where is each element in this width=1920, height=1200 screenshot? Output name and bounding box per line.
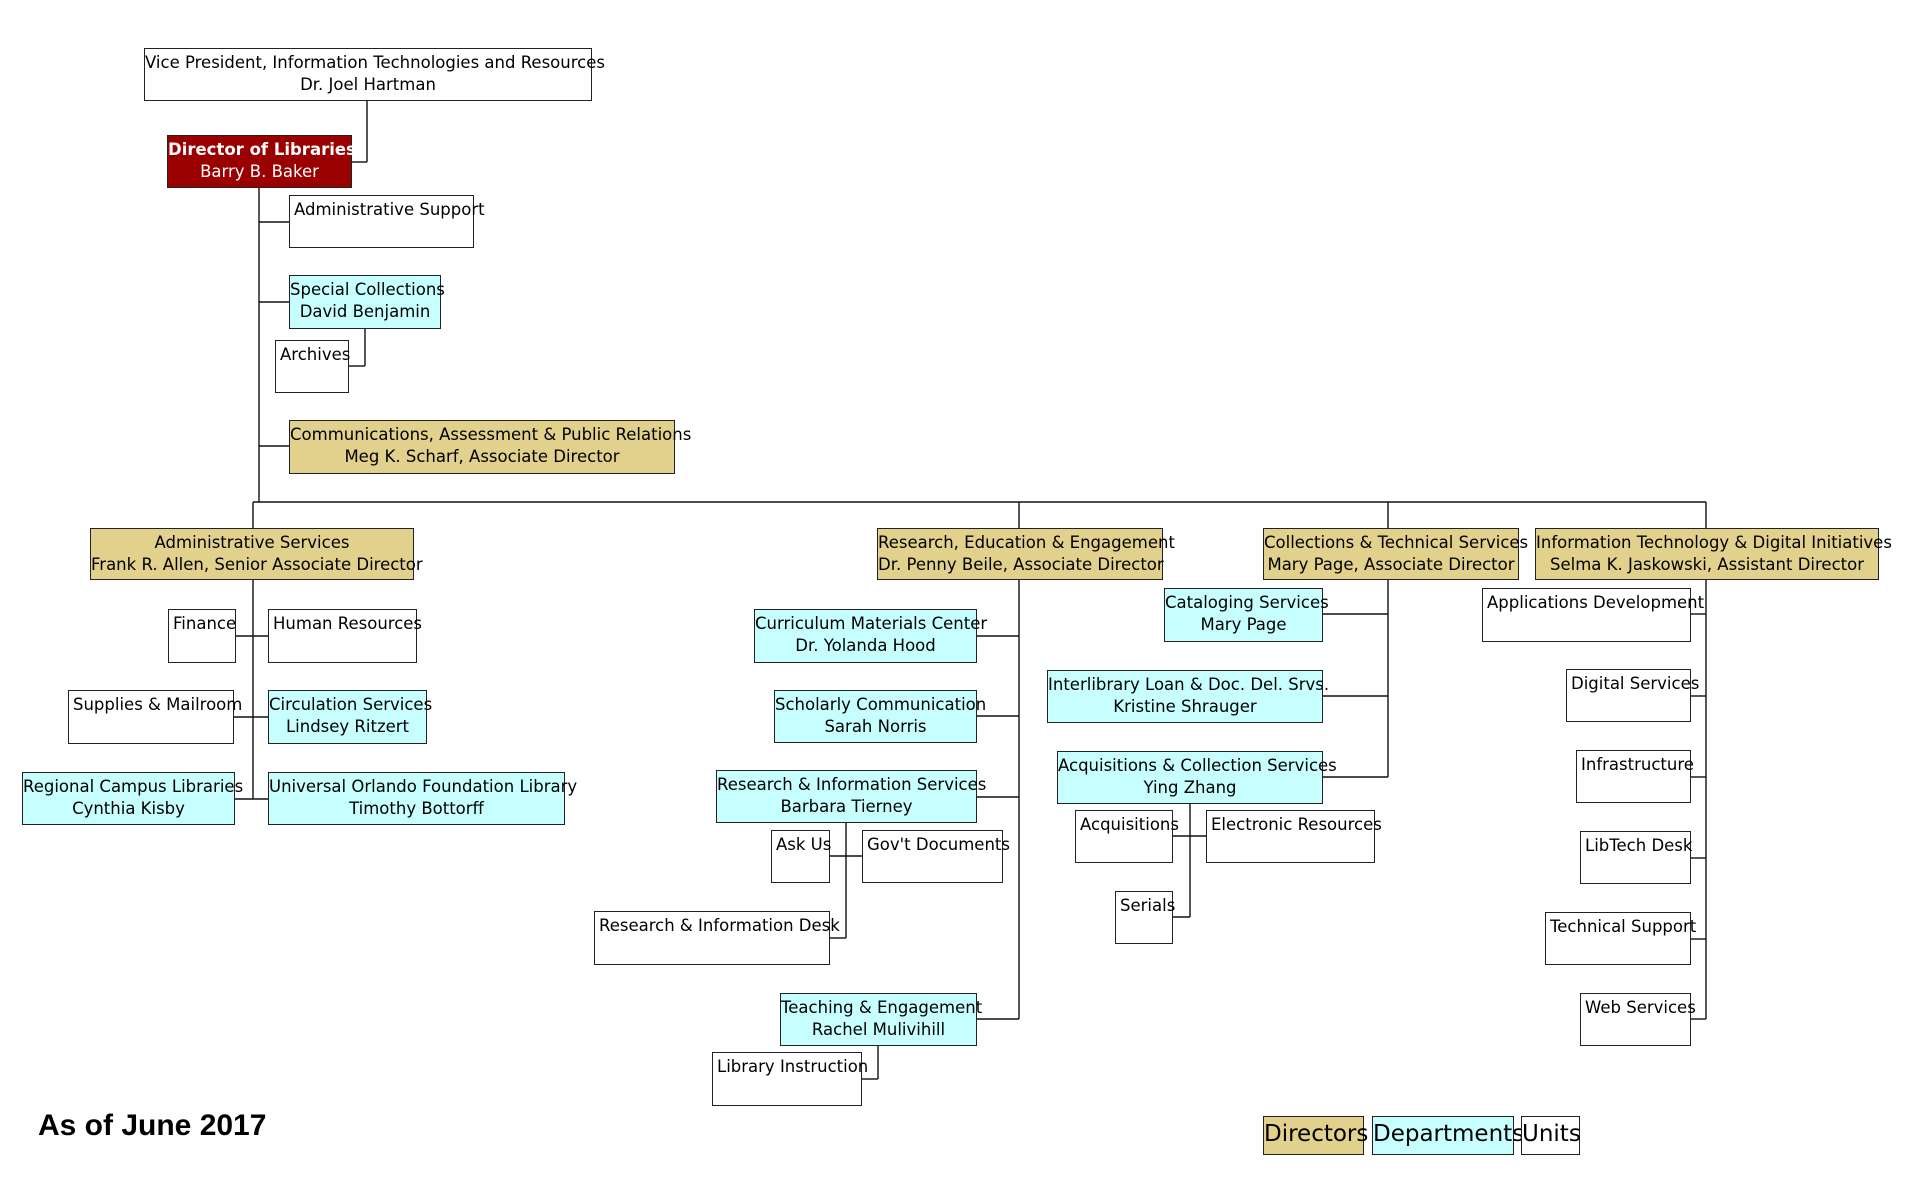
vp-title: Vice President, Information Technologies… bbox=[145, 53, 605, 72]
interlibrary-loan-dept: Interlibrary Loan & Doc. Del. Srvs. Kris… bbox=[1047, 670, 1330, 723]
dept-title: Special Collections bbox=[290, 280, 445, 299]
director-title: Collections & Technical Services bbox=[1264, 533, 1529, 552]
dept-title: Circulation Services bbox=[269, 695, 433, 714]
director-title: Administrative Services bbox=[154, 533, 350, 552]
digital-services-unit: Digital Services bbox=[1566, 669, 1699, 722]
legend-units: Units bbox=[1521, 1116, 1581, 1155]
dept-title: Cataloging Services bbox=[1165, 593, 1329, 612]
dept-head: David Benjamin bbox=[299, 302, 431, 321]
supplies-mailroom-unit: Supplies & Mailroom bbox=[68, 690, 242, 744]
director-head: Mary Page, Associate Director bbox=[1267, 555, 1515, 574]
director-head: Selma K. Jaskowski, Assistant Director bbox=[1550, 555, 1864, 574]
dept-title: Teaching & Engagement bbox=[781, 998, 983, 1017]
collections-technical-director: Collections & Technical Services Mary Pa… bbox=[1263, 528, 1529, 580]
electronic-resources-unit: Electronic Resources bbox=[1206, 810, 1382, 863]
dept-head: Ying Zhang bbox=[1143, 778, 1237, 797]
universal-orlando-dept: Universal Orlando Foundation Library Tim… bbox=[268, 772, 578, 825]
teaching-engagement-dept: Teaching & Engagement Rachel Mulivihill bbox=[780, 993, 983, 1046]
dept-title: Universal Orlando Foundation Library bbox=[269, 777, 578, 796]
infrastructure-unit: Infrastructure bbox=[1576, 750, 1694, 803]
cataloging-services-dept: Cataloging Services Mary Page bbox=[1164, 588, 1329, 642]
vp-name: Dr. Joel Hartman bbox=[300, 75, 436, 94]
dept-head: Mary Page bbox=[1200, 615, 1287, 634]
director-title: Research, Education & Engagement bbox=[878, 533, 1175, 552]
dept-title: Scholarly Communication bbox=[775, 695, 987, 714]
scholarly-communication-dept: Scholarly Communication Sarah Norris bbox=[774, 690, 987, 743]
director-title: Information Technology & Digital Initiat… bbox=[1536, 533, 1892, 552]
vp-box: Vice President, Information Technologies… bbox=[144, 48, 605, 101]
dept-head: Barbara Tierney bbox=[780, 797, 913, 816]
legend-departments: Departments bbox=[1372, 1116, 1524, 1155]
it-digital-director: Information Technology & Digital Initiat… bbox=[1535, 528, 1892, 580]
research-desk-unit: Research & Information Desk bbox=[594, 911, 840, 965]
dept-head: Sarah Norris bbox=[824, 717, 927, 736]
dept-title: Acquisitions & Collection Services bbox=[1058, 756, 1337, 775]
administrative-services-director: Administrative Services Frank R. Allen, … bbox=[90, 528, 423, 580]
curriculum-materials-dept: Curriculum Materials Center Dr. Yolanda … bbox=[754, 609, 988, 663]
dept-head: Dr. Yolanda Hood bbox=[795, 636, 936, 655]
dept-head: Lindsey Ritzert bbox=[285, 717, 410, 736]
administrative-support-unit: Administrative Support bbox=[289, 195, 485, 248]
serials-unit: Serials bbox=[1115, 891, 1175, 944]
director-title: Communications, Assessment & Public Rela… bbox=[290, 425, 692, 444]
dept-title: Research & Information Services bbox=[717, 775, 987, 794]
director-box: Director of Libraries Barry B. Baker bbox=[167, 135, 356, 188]
circulation-services-dept: Circulation Services Lindsey Ritzert bbox=[268, 690, 433, 744]
director-head: Meg K. Scharf, Associate Director bbox=[344, 447, 620, 466]
library-instruction-unit: Library Instruction bbox=[712, 1052, 868, 1106]
communications-director: Communications, Assessment & Public Rela… bbox=[289, 420, 692, 474]
acquisitions-unit: Acquisitions bbox=[1075, 810, 1179, 863]
technical-support-unit: Technical Support bbox=[1545, 912, 1696, 965]
director-head: Frank R. Allen, Senior Associate Directo… bbox=[91, 555, 423, 574]
as-of-date: As of June 2017 bbox=[38, 1109, 267, 1142]
director-head: Dr. Penny Beile, Associate Director bbox=[878, 555, 1164, 574]
dept-title: Interlibrary Loan & Doc. Del. Srvs. bbox=[1048, 675, 1330, 694]
research-education-director: Research, Education & Engagement Dr. Pen… bbox=[877, 528, 1175, 580]
regional-campus-dept: Regional Campus Libraries Cynthia Kisby bbox=[22, 772, 244, 825]
govt-documents-unit: Gov't Documents bbox=[862, 830, 1010, 883]
dept-title: Regional Campus Libraries bbox=[23, 777, 244, 796]
director-name: Barry B. Baker bbox=[200, 162, 319, 181]
archives-unit: Archives bbox=[275, 340, 350, 393]
applications-development-unit: Applications Development bbox=[1482, 588, 1704, 642]
dept-head: Timothy Bottorff bbox=[349, 799, 484, 818]
human-resources-unit: Human Resources bbox=[268, 609, 422, 663]
special-collections-dept: Special Collections David Benjamin bbox=[289, 275, 445, 329]
director-title: Director of Libraries bbox=[168, 140, 356, 159]
dept-head: Kristine Shrauger bbox=[1113, 697, 1257, 716]
legend-directors: Directors bbox=[1263, 1116, 1368, 1155]
finance-unit: Finance bbox=[168, 609, 236, 663]
dept-head: Rachel Mulivihill bbox=[811, 1020, 946, 1039]
research-information-dept: Research & Information Services Barbara … bbox=[716, 770, 987, 823]
acquisitions-collection-dept: Acquisitions & Collection Services Ying … bbox=[1057, 751, 1337, 804]
dept-title: Curriculum Materials Center bbox=[755, 614, 988, 633]
libtech-desk-unit: LibTech Desk bbox=[1580, 831, 1692, 884]
dept-head: Cynthia Kisby bbox=[72, 799, 185, 818]
web-services-unit: Web Services bbox=[1580, 993, 1696, 1046]
ask-us-unit: Ask Us bbox=[771, 830, 831, 883]
